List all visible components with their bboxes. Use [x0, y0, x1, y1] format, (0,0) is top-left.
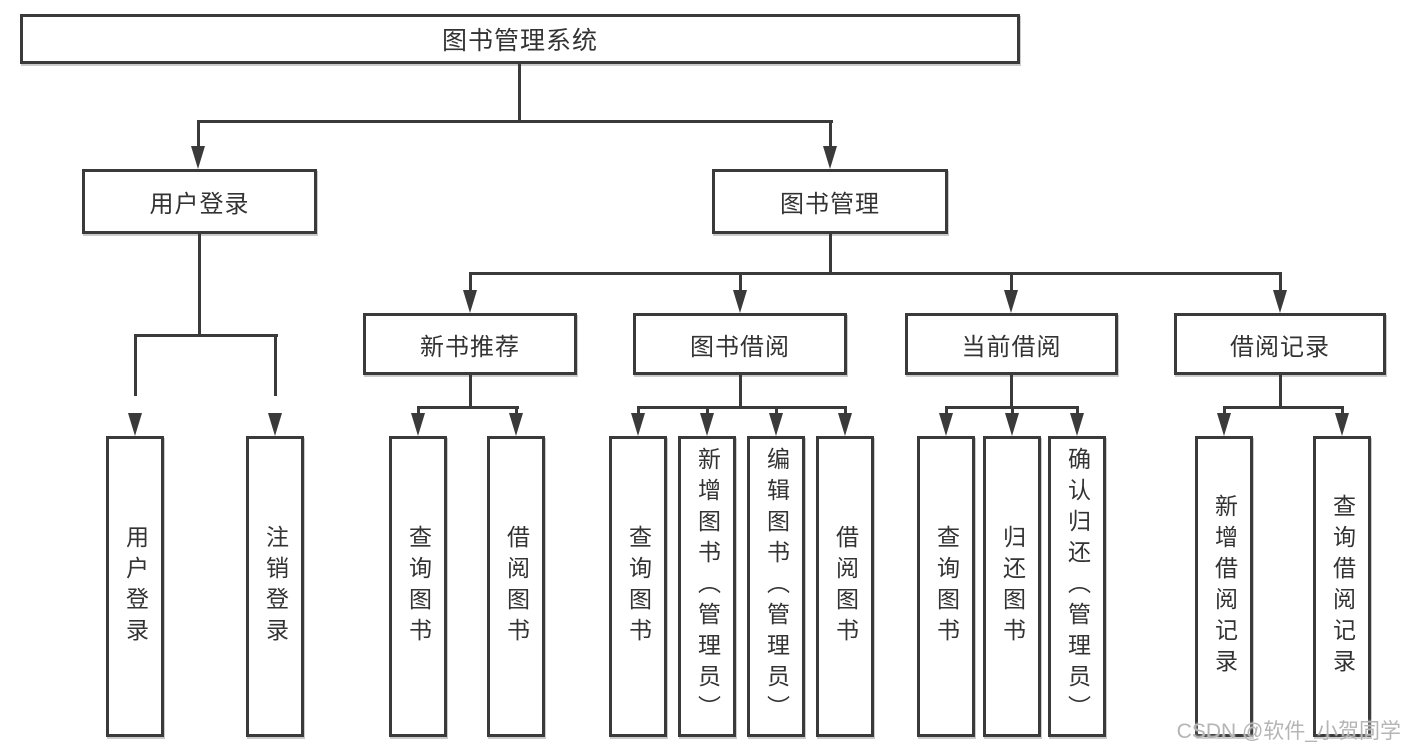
leaf-query-book-1: 查询图书	[389, 436, 447, 737]
leaf-confirm-return-admin-label: 确认归还（管理员）	[1064, 447, 1091, 726]
connector-line	[637, 406, 847, 409]
csdn-watermark: CSDN @软件_小贺同学	[1176, 720, 1401, 743]
node-book-management: 图书管理	[712, 169, 948, 234]
node-current-borrow: 当前借阅	[905, 313, 1118, 375]
arrowhead-icon	[733, 290, 747, 313]
arrowhead-icon	[1070, 413, 1084, 436]
connector-line	[1279, 375, 1282, 408]
connector-line	[274, 334, 277, 396]
connector-line	[1010, 272, 1013, 294]
leaf-add-borrow-record: 新增借阅记录	[1195, 436, 1253, 737]
arrowhead-icon	[939, 413, 953, 436]
leaf-edit-book-admin-label: 编辑图书（管理员）	[763, 447, 790, 726]
node-book-borrow: 图书借阅	[633, 313, 847, 375]
connector-line	[844, 406, 847, 418]
arrowhead-icon	[1335, 413, 1349, 436]
node-user-login: 用户登录	[82, 169, 317, 234]
leaf-return-book: 归还图书	[983, 436, 1041, 737]
connector-line	[469, 272, 1282, 275]
node-user-login-label: 用户登录	[149, 191, 250, 218]
arrowhead-icon	[509, 413, 523, 436]
arrowhead-icon	[268, 413, 282, 436]
connector-line	[469, 375, 472, 408]
leaf-add-borrow-record-label: 新增借阅记录	[1211, 493, 1238, 680]
arrowhead-icon	[191, 146, 205, 169]
leaf-borrow-book-2-label: 借阅图书	[832, 524, 859, 649]
leaf-add-book-admin: 新增图书（管理员）	[678, 436, 736, 737]
connector-line	[198, 234, 201, 337]
arrowhead-icon	[1273, 290, 1287, 313]
connector-line	[515, 406, 518, 418]
connector-line	[1341, 406, 1344, 418]
arrowhead-icon	[838, 413, 852, 436]
connector-line	[829, 234, 832, 274]
connector-line	[1010, 375, 1013, 408]
leaf-query-book-3-label: 查询图书	[933, 524, 960, 649]
connector-line	[1076, 406, 1079, 418]
connector-line	[197, 120, 200, 150]
connector-line	[1223, 406, 1344, 409]
leaf-query-book-2: 查询图书	[609, 436, 667, 737]
connector-line	[134, 334, 137, 396]
connector-line	[739, 375, 742, 408]
node-new-book-recommend-label: 新书推荐	[420, 333, 520, 361]
arrowhead-icon	[1004, 290, 1018, 313]
connector-line	[417, 406, 420, 418]
node-root: 图书管理系统	[20, 14, 1020, 64]
arrowhead-icon	[631, 413, 645, 436]
connector-line	[637, 406, 640, 418]
arrowhead-icon	[128, 413, 142, 436]
connector-line	[1011, 406, 1014, 418]
node-borrow-record: 借阅记录	[1174, 313, 1386, 375]
leaf-query-borrow-record: 查询借阅记录	[1313, 436, 1371, 737]
leaf-return-book-label: 归还图书	[999, 524, 1026, 649]
arrowhead-icon	[411, 413, 425, 436]
arrowhead-icon	[1005, 413, 1019, 436]
arrowhead-icon	[769, 413, 783, 436]
node-book-management-label: 图书管理	[780, 191, 880, 218]
leaf-borrow-book-2: 借阅图书	[816, 436, 874, 737]
node-book-borrow-label: 图书借阅	[690, 333, 790, 361]
connector-line	[518, 64, 521, 122]
connector-line	[775, 406, 778, 418]
connector-line	[417, 406, 519, 409]
node-new-book-recommend: 新书推荐	[363, 313, 577, 375]
leaf-logout-label: 注销登录	[262, 524, 289, 649]
arrowhead-icon	[700, 413, 714, 436]
leaf-query-book-1-label: 查询图书	[405, 524, 432, 649]
leaf-user-login-label: 用户登录	[122, 524, 149, 649]
node-current-borrow-label: 当前借阅	[961, 333, 1062, 361]
arrowhead-icon	[463, 290, 477, 313]
leaf-logout: 注销登录	[246, 436, 304, 737]
node-borrow-record-label: 借阅记录	[1230, 333, 1330, 361]
connector-line	[469, 272, 472, 294]
leaf-edit-book-admin: 编辑图书（管理员）	[747, 436, 805, 737]
node-root-label: 图书管理系统	[441, 27, 598, 55]
arrowhead-icon	[1217, 413, 1231, 436]
leaf-borrow-book-1: 借阅图书	[487, 436, 545, 737]
leaf-confirm-return-admin: 确认归还（管理员）	[1048, 436, 1106, 737]
connector-line	[1223, 406, 1226, 418]
leaf-query-book-2-label: 查询图书	[625, 524, 652, 649]
connector-line	[1279, 272, 1282, 294]
connector-line	[706, 406, 709, 418]
connector-line	[945, 406, 948, 418]
connector-line	[134, 334, 278, 337]
leaf-user-login: 用户登录	[106, 436, 164, 737]
leaf-add-book-admin-label: 新增图书（管理员）	[694, 447, 721, 726]
leaf-query-book-3: 查询图书	[917, 436, 975, 737]
connector-line	[739, 272, 742, 294]
leaf-query-borrow-record-label: 查询借阅记录	[1329, 493, 1356, 680]
connector-line	[197, 120, 833, 123]
leaf-borrow-book-1-label: 借阅图书	[503, 524, 530, 649]
arrowhead-icon	[823, 146, 837, 169]
connector-line	[829, 120, 832, 150]
